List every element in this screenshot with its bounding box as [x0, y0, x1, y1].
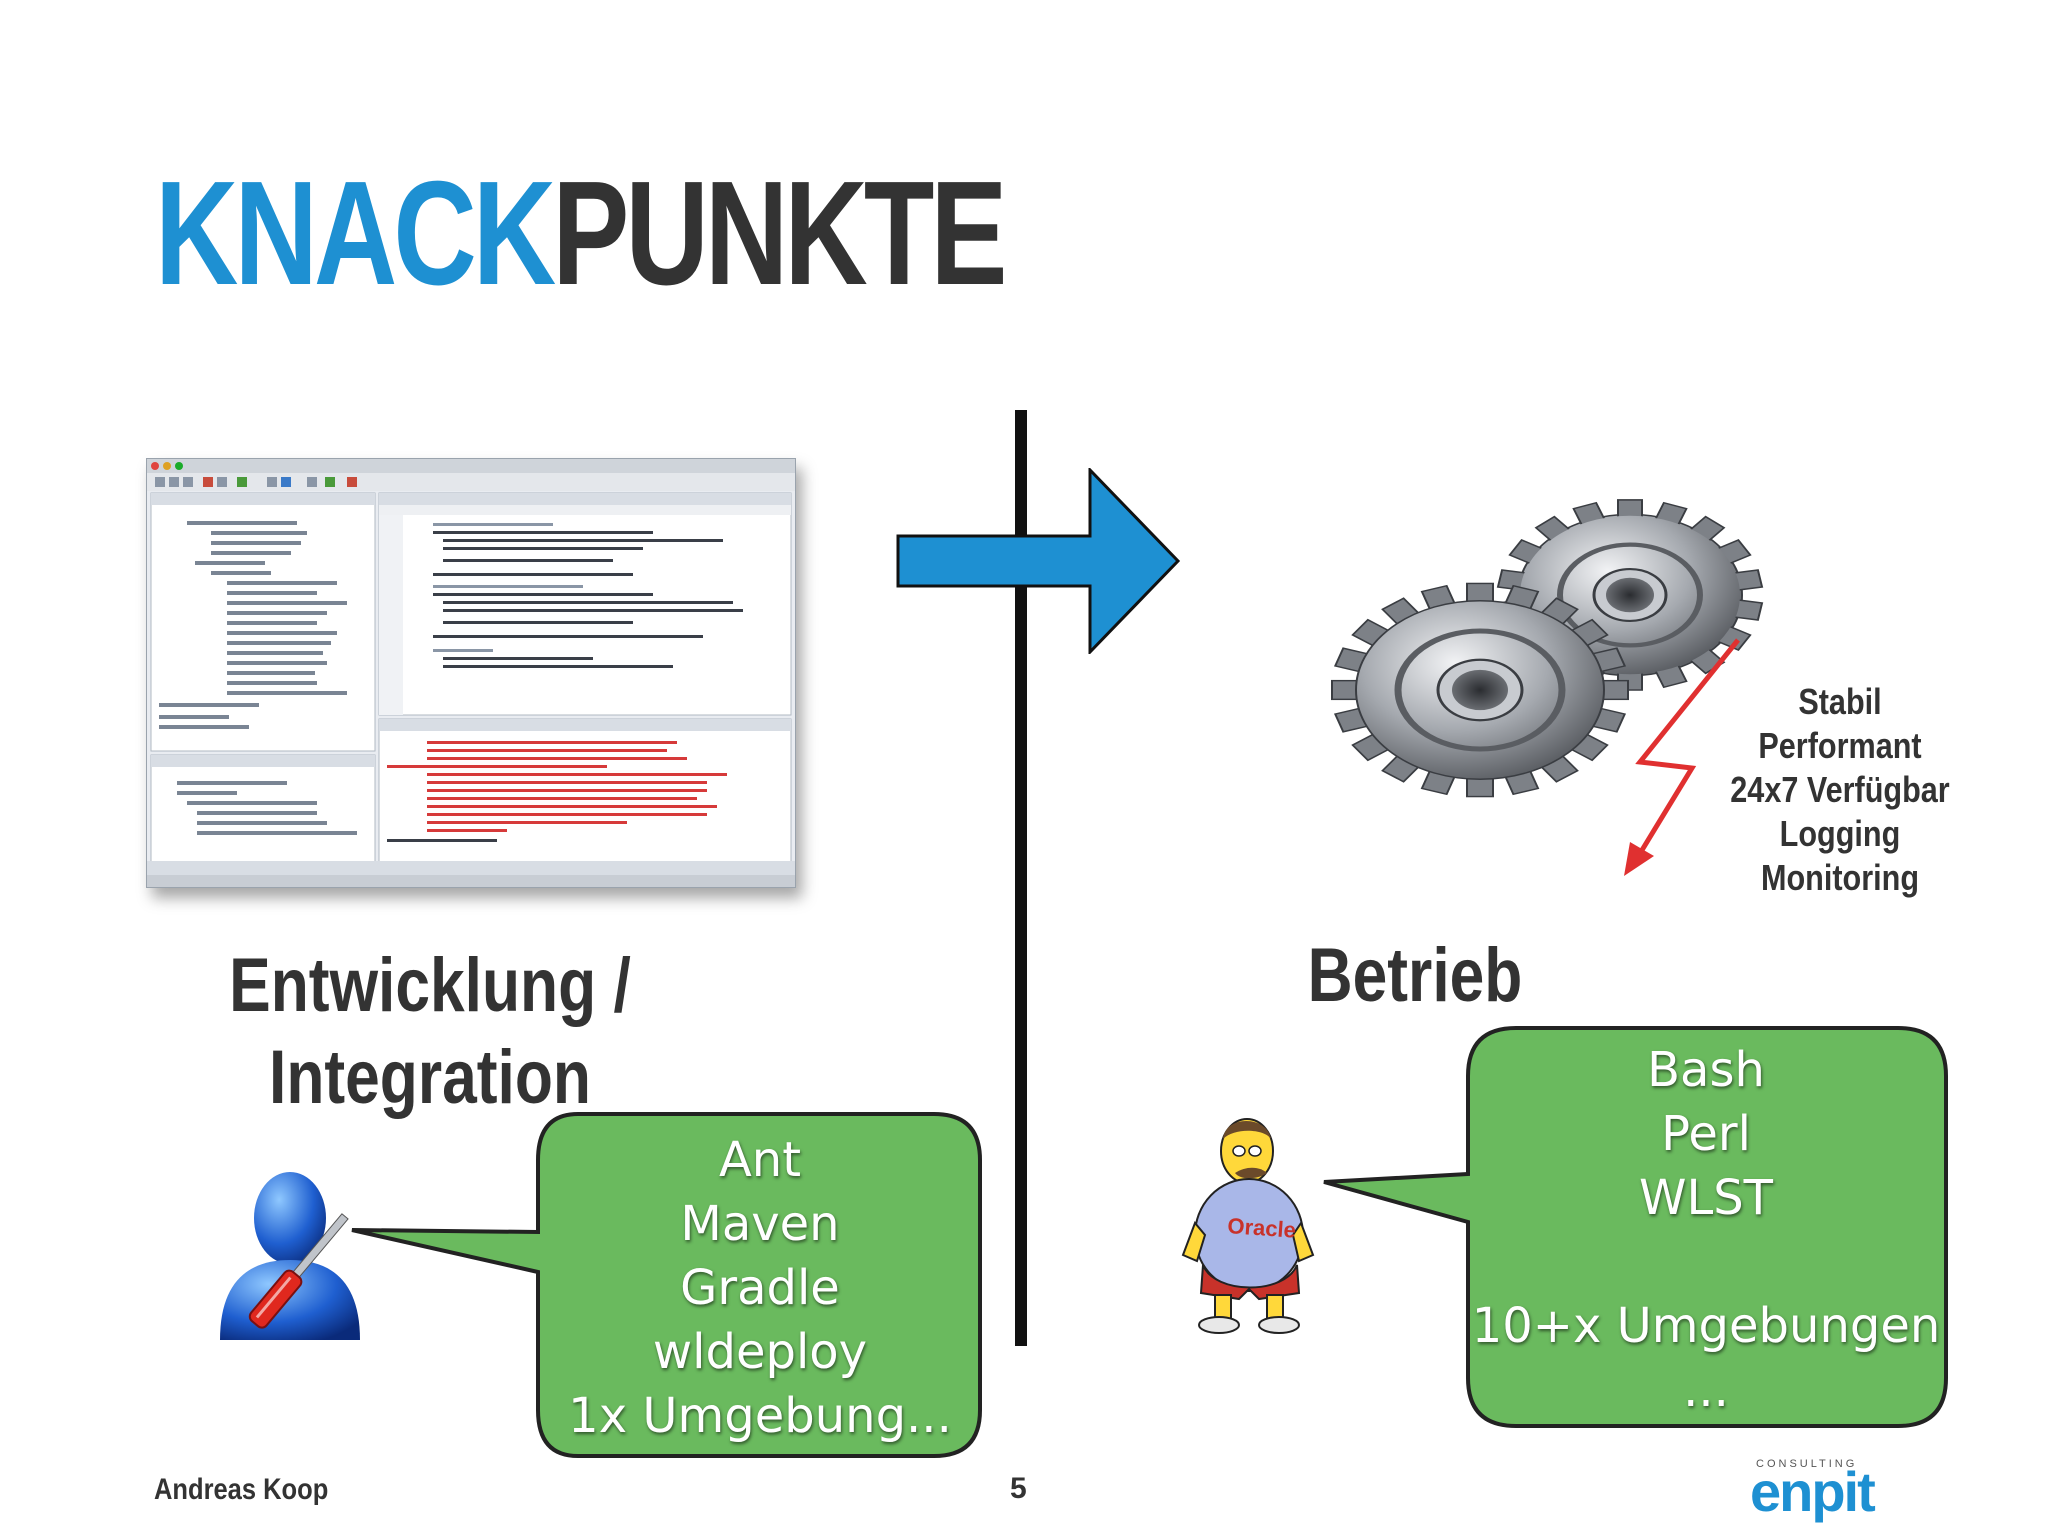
left-speech-bubble-shape [351, 1112, 982, 1458]
tool-ellipsis: ... [1683, 1362, 1729, 1418]
tool-bash: Bash [1647, 1042, 1765, 1098]
operations-attributes: Stabil Performant 24x7 Verfügbar Logging… [1721, 680, 1959, 900]
lightning-arrow-icon [1624, 638, 1740, 876]
attr-verfuegbar: 24x7 Verfügbar [1730, 769, 1950, 810]
bubble-spacer [1468, 1230, 1944, 1294]
label-betrieb: Betrieb [1307, 933, 1523, 1018]
character-shirt-text: Oracle [1227, 1213, 1297, 1243]
label-entwicklung-line2: Integration [269, 1035, 591, 1120]
label-entwicklung-line1: Entwicklung / [229, 943, 631, 1028]
tool-maven: Maven [680, 1196, 840, 1252]
developer-icon [220, 1172, 360, 1340]
label-entwicklung: Entwicklung / Integration [217, 940, 643, 1124]
right-speech-bubble-shape [1323, 1026, 1948, 1428]
attr-logging: Logging [1779, 813, 1901, 854]
tool-umgebungen: 10+x Umgebungen [1471, 1298, 1941, 1354]
arrow-right-icon [896, 468, 1181, 654]
tool-gradle: Gradle [680, 1260, 840, 1316]
vertical-divider [1015, 410, 1027, 1346]
tool-umgebung: 1x Umgebung... [568, 1388, 952, 1444]
page-number: 5 [1010, 1472, 1027, 1505]
enpit-logo: CONSULTING enpit [1750, 1458, 1910, 1523]
ide-screenshot [146, 458, 796, 888]
attr-performant: Performant [1758, 725, 1922, 766]
title-part-knack: KNACK [155, 151, 556, 316]
left-bubble-tools: Ant Maven Gradle wldeploy 1x Umgebung... [540, 1128, 980, 1448]
attr-stabil: Stabil [1798, 681, 1882, 722]
ide-window-graphic [147, 459, 795, 887]
attr-monitoring: Monitoring [1760, 857, 1920, 898]
gears-icon [1331, 499, 1764, 798]
slide-title: KNACKPUNKTE [155, 160, 1007, 308]
tool-perl: Perl [1661, 1106, 1751, 1162]
title-part-punkte: PUNKTE [552, 151, 1007, 316]
tool-wlst: WLST [1639, 1170, 1773, 1226]
author-name: Andreas Koop [154, 1473, 329, 1506]
right-bubble-tools: Bash Perl WLST 10+x Umgebungen ... [1468, 1038, 1944, 1422]
logo-enpit-text: enpit [1750, 1460, 1876, 1523]
logo-consulting-text: CONSULTING [1756, 1458, 1858, 1470]
operations-character-icon: Oracle [1181, 1118, 1315, 1334]
tool-wldeploy: wldeploy [652, 1324, 868, 1380]
tool-ant: Ant [718, 1132, 802, 1188]
